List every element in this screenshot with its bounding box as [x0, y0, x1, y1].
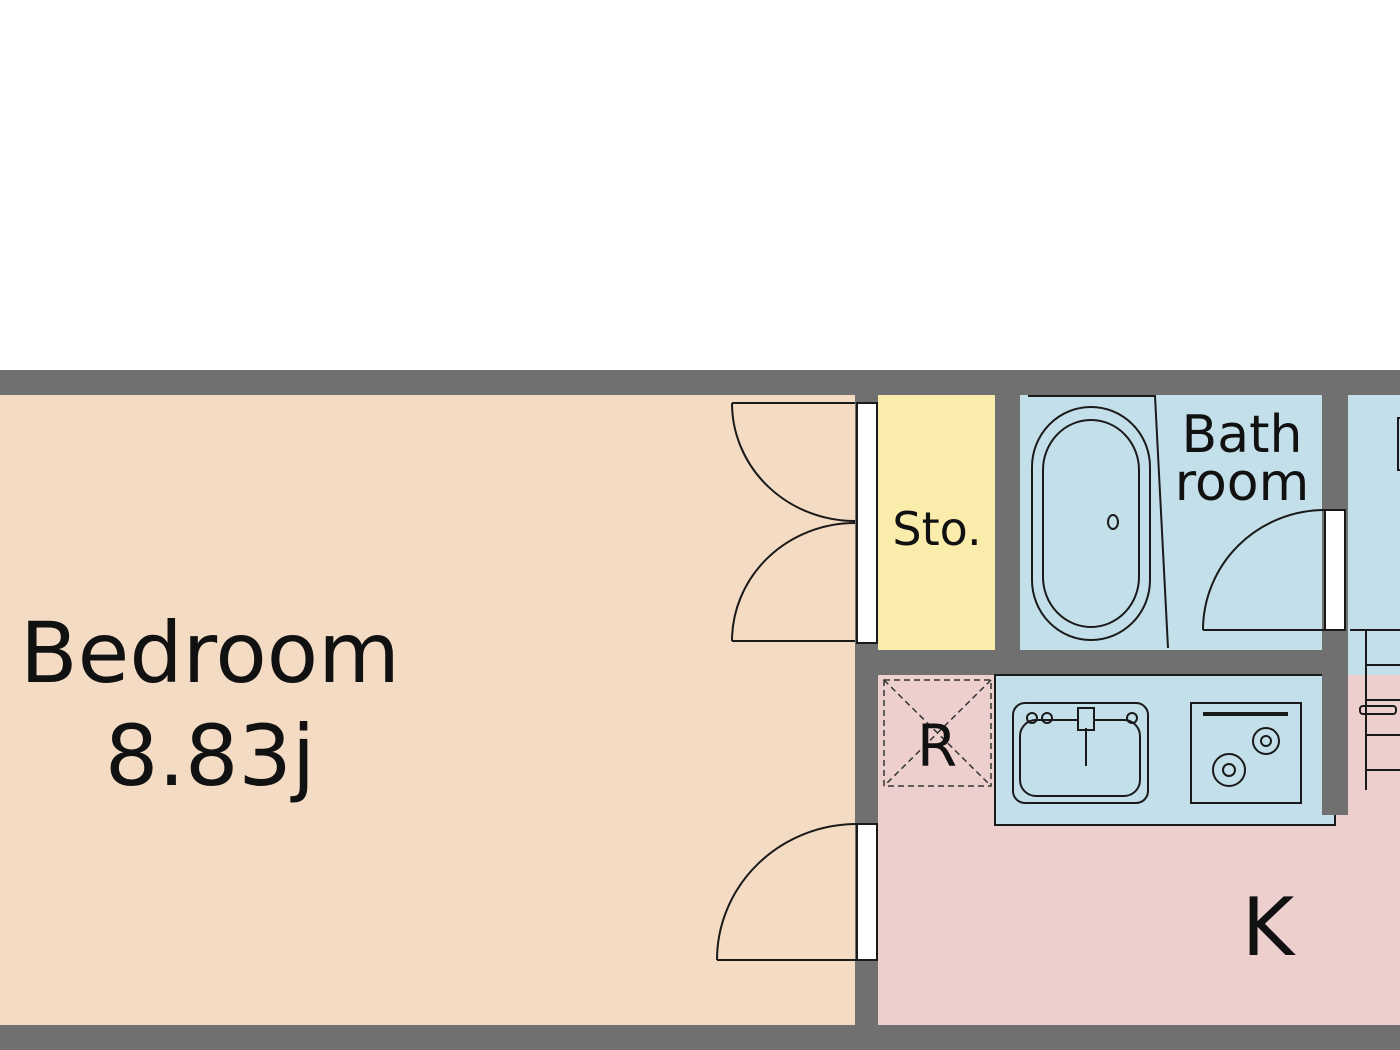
- bath-door-icon[interactable]: [1202, 509, 1326, 631]
- washroom-fixture: [1350, 417, 1400, 790]
- storage-label: Sto.: [892, 502, 981, 556]
- bedroom-door-panel[interactable]: [856, 823, 878, 961]
- swing-door-icon[interactable]: [716, 823, 858, 961]
- bath-door-panel[interactable]: [1324, 509, 1346, 631]
- storage-area: [878, 395, 995, 650]
- wall-stub: [1322, 650, 1348, 815]
- kitchen-counter: [994, 674, 1336, 826]
- refrigerator-space-icon: [883, 679, 992, 787]
- closet-door-panel[interactable]: [856, 402, 878, 644]
- double-door-icon[interactable]: [731, 402, 856, 642]
- bedroom-size: 8.83j: [105, 707, 315, 805]
- bath-label-line2: room: [1175, 453, 1310, 513]
- bedroom-label: Bedroom: [20, 604, 400, 702]
- kitchen-label: K: [1242, 881, 1297, 974]
- sink-icon: [1012, 702, 1149, 804]
- stove-icon: [1190, 702, 1302, 804]
- bathtub-icon: [1028, 395, 1169, 649]
- bath-label-line1: Bath: [1182, 405, 1303, 465]
- bedroom-area: [0, 395, 855, 1025]
- refrigerator-label: R: [917, 712, 957, 780]
